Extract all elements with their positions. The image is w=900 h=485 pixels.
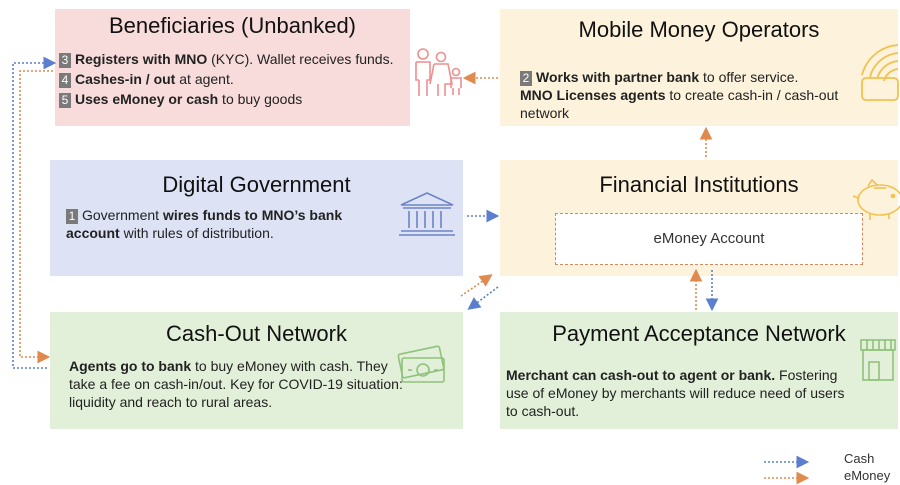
beneficiaries-item: 5 Uses eMoney or cash to buy goods [59,90,393,108]
cashout-rest: to buy eMoney with cash. They take a fee… [69,358,403,410]
legend-emoney-label: eMoney [844,468,891,483]
beneficiaries-title: Beneficiaries (Unbanked) [108,13,357,38]
item-text: to buy goods [218,91,303,107]
payment-text: Merchant can cash-out to agent or bank. … [506,366,856,420]
step-number: 2 [520,71,532,86]
emoney-account-box: eMoney Account [555,213,863,265]
financial-title: Financial Institutions [599,172,799,197]
government-rest: with rules of distribution. [119,225,274,241]
bank-icon [399,192,455,236]
beneficiaries-item: 4 Cashes-in / out at agent. [59,70,393,88]
payment-title: Payment Acceptance Network [552,321,846,346]
step-number: 4 [59,73,71,88]
step-number: 5 [59,93,71,108]
mno-bold-2: MNO Licenses agents [520,87,666,103]
piggy-bank-icon [852,178,900,220]
cash-arrow-fin-to-cash [467,286,499,310]
cashout-box: Cash-Out Network Agents go to bank to bu… [50,312,463,429]
emoney-arrow-left-loop [19,70,53,364]
payment-box: Payment Acceptance Network Merchant can … [500,312,898,429]
cash-arrow-left-loop [12,56,57,369]
step-number: 3 [59,53,71,68]
item-bold: Registers with MNO [75,51,208,67]
mno-text-1: to offer service. [699,69,799,85]
government-text: 1 Government wires funds to MNO’s bank ac… [66,206,396,242]
family-icon [415,48,462,96]
government-bold: wires funds to MNO’s bank account [66,207,343,241]
item-bold: Uses eMoney or cash [75,91,219,107]
payment-rest: Fostering use of eMoney by merchants wil… [506,367,845,419]
payment-bold: Merchant can cash-out to agent or bank. [506,367,776,383]
cashout-title: Cash-Out Network [166,321,347,346]
beneficiaries-list: 3 Registers with MNO (KYC). Wallet receiv… [59,50,393,108]
mno-text: 2 Works with partner bank to offer servic… [520,68,850,122]
mno-bold-1: Works with partner bank [536,69,700,85]
mno-text-2: to create cash-in / cash-out network [520,87,839,121]
beneficiaries-item: 3 Registers with MNO (KYC). Wallet receiv… [59,50,393,68]
item-text: at agent. [175,71,234,87]
beneficiaries-box: Beneficiaries (Unbanked) 3 Registers with… [55,9,410,126]
government-pre: Government [82,207,163,223]
mno-title: Mobile Money Operators [578,17,820,42]
legend-cash-label: Cash [844,451,875,466]
item-text: (KYC). Wallet receives funds. [207,51,394,67]
government-box: Digital Government 1 Government wires fun… [50,160,463,276]
emoney-arrow-cash-to-fin [460,274,493,297]
money-icon [397,345,445,383]
store-icon [860,339,896,381]
mno-box: Mobile Money Operators 2 Works with partn… [500,9,898,126]
government-title: Digital Government [162,172,351,197]
step-number: 1 [66,209,78,224]
cashout-text: Agents go to bank to buy eMoney with cas… [69,357,404,411]
item-bold: Cashes-in / out [75,71,176,87]
cashout-bold: Agents go to bank [69,358,192,374]
wireless-icon [861,44,899,101]
